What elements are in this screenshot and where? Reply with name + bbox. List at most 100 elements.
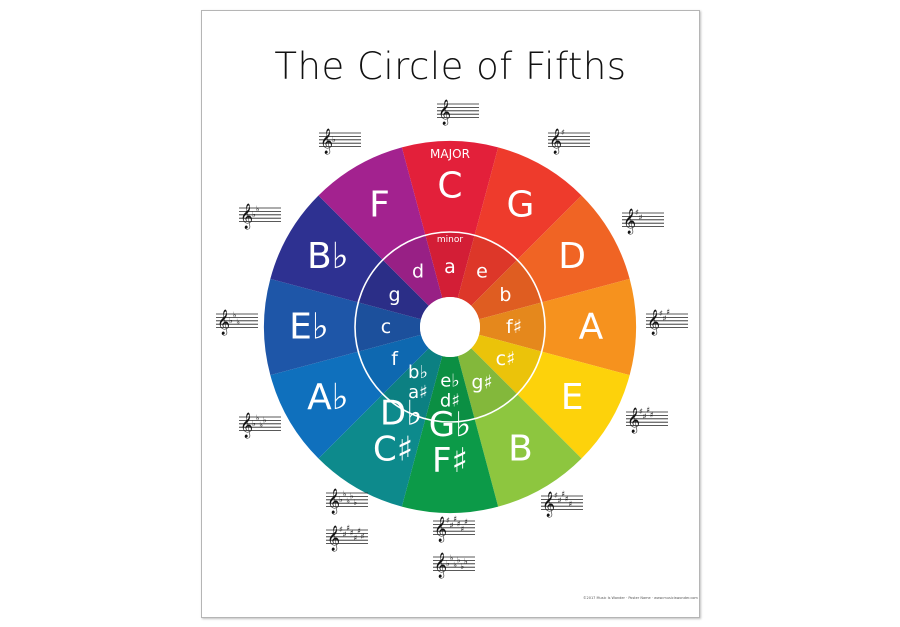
flat-icon: ♭ (252, 210, 256, 219)
sharp-icon: ♯ (561, 128, 565, 137)
sharp-icon: ♯ (643, 412, 647, 421)
major-segment-11 (318, 147, 426, 260)
flat-icon: ♭ (450, 554, 454, 563)
sharp-icon: ♯ (353, 534, 357, 543)
minor-key-2: b (499, 284, 511, 306)
major-key-7: D♭ (380, 393, 422, 433)
minor-key-8: f (391, 348, 399, 370)
flat-icon: ♭ (460, 562, 464, 571)
sharp-icon: ♯ (554, 491, 558, 500)
center-hole (420, 297, 480, 357)
flat-icon: ♭ (464, 557, 468, 566)
flat-icon: ♭ (457, 555, 461, 564)
treble-clef-icon: 𝄞 (542, 491, 555, 517)
treble-clef-icon: 𝄞 (320, 128, 333, 154)
flat-icon: ♭ (343, 490, 347, 499)
sharp-icon: ♯ (561, 489, 565, 498)
major-segment-2 (517, 195, 630, 303)
treble-clef-icon: 𝄞 (240, 203, 253, 229)
key-signature-staff-f: 𝄞♭ (319, 128, 361, 154)
flat-icon: ♭ (263, 415, 267, 424)
sharp-icon: ♯ (565, 494, 569, 503)
sharp-icon: ♯ (663, 314, 667, 323)
minor-key-5: g♯ (471, 371, 492, 393)
treble-clef-icon: 𝄞 (240, 412, 253, 438)
treble-clef-icon: 𝄞 (623, 208, 636, 234)
major-segment-5 (474, 394, 582, 507)
flat-icon: ♭ (350, 491, 354, 500)
poster-title: The Circle of Fifths (274, 45, 627, 88)
flat-icon: ♭ (259, 421, 263, 430)
minor-segment-1 (457, 235, 518, 306)
minor-key-1: e (476, 261, 488, 283)
sharp-icon: ♯ (639, 213, 643, 222)
major-key-11: F (369, 184, 390, 225)
sharp-icon: ♯ (350, 528, 354, 537)
minor-segment-7 (382, 348, 443, 419)
minor-label: minor (437, 235, 463, 245)
major-segment-7 (318, 394, 426, 507)
treble-clef-icon: 𝄞 (549, 128, 562, 154)
sharp-icon: ♯ (568, 500, 572, 509)
inner-ring-border (354, 231, 546, 423)
major-key-8: A♭ (307, 377, 349, 418)
major-segment-9 (264, 278, 359, 376)
flat-icon: ♭ (332, 135, 336, 144)
key-signature-staff-eb: 𝄞♭♭♭ (216, 309, 258, 335)
major-segment-10 (270, 195, 383, 303)
flat-icon: ♭ (252, 419, 256, 428)
sharp-icon: ♯ (346, 523, 350, 532)
minor-segment-2 (471, 259, 542, 320)
minor-key-6: e♭ (440, 371, 460, 392)
major-key-6: G♭ (429, 405, 471, 445)
key-signature-staff-e: 𝄞♯♯♯♯ (626, 405, 668, 433)
flat-icon: ♭ (256, 205, 260, 214)
treble-clef-icon: 𝄞 (327, 525, 340, 551)
minor-key-3: f♯ (506, 316, 522, 338)
major-key-5: B (508, 429, 533, 470)
major-segment-0 (401, 141, 499, 236)
sharp-icon: ♯ (457, 519, 461, 528)
key-signature-staff-ab: 𝄞♭♭♭♭ (239, 412, 281, 438)
major-segment-8 (270, 351, 383, 459)
sharp-icon: ♯ (361, 532, 365, 541)
sharp-icon: ♯ (650, 410, 654, 419)
treble-clef-icon: 𝄞 (434, 516, 447, 542)
sharp-icon: ♯ (453, 514, 457, 523)
major-key-10: B♭ (307, 236, 349, 277)
treble-clef-icon: 𝄞 (327, 488, 340, 514)
major-key-alt-7: C♯ (373, 429, 413, 469)
sharp-icon: ♯ (639, 407, 643, 416)
key-signature-staff-g: 𝄞♯ (548, 128, 590, 154)
treble-clef-icon: 𝄞 (647, 309, 660, 335)
minor-segment-3 (478, 302, 545, 352)
minor-key-11: d (412, 261, 424, 283)
minor-key-10: g (389, 284, 401, 306)
major-segment-4 (517, 351, 630, 459)
flat-icon: ♭ (236, 318, 240, 327)
key-signature-staff-db: 𝄞♭♭♭♭♭ (326, 488, 368, 514)
major-key-2: D (558, 236, 586, 277)
minor-key-0: a (444, 256, 456, 278)
treble-clef-icon: 𝄞 (434, 552, 447, 578)
sharp-icon: ♯ (635, 208, 639, 217)
sharp-icon: ♯ (339, 525, 343, 534)
flat-icon: ♭ (229, 316, 233, 325)
minor-key-7: b♭ (408, 362, 428, 383)
sharp-icon: ♯ (666, 307, 670, 316)
flat-icon: ♭ (453, 561, 457, 570)
flat-icon: ♭ (339, 495, 343, 504)
key-signature-staff-a: 𝄞♯♯♯ (646, 307, 688, 335)
key-signature-staff-c-sharp: 𝄞♯♯♯♯♯♯♯ (326, 523, 368, 551)
major-key-0: C (437, 166, 462, 207)
minor-segment-4 (471, 334, 542, 395)
sharp-icon: ♯ (450, 521, 454, 530)
flat-icon: ♭ (446, 559, 450, 568)
sharp-icon: ♯ (446, 516, 450, 525)
sharp-icon: ♯ (646, 405, 650, 414)
major-key-9: E♭ (289, 307, 329, 348)
flat-icon: ♭ (233, 311, 237, 320)
flat-icon: ♭ (353, 498, 357, 507)
major-key-1: G (507, 184, 535, 225)
